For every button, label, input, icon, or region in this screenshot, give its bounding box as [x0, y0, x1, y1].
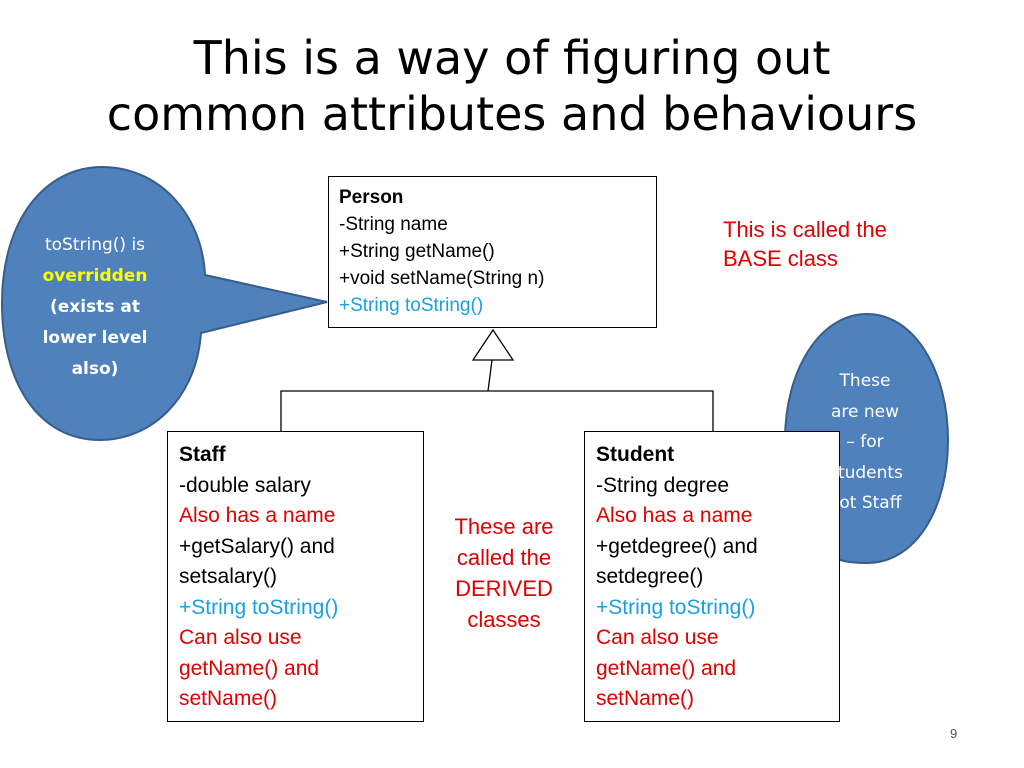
student-method-degree-cont: setdegree()	[596, 565, 704, 588]
student-note-inherit-2: getName() and	[596, 656, 737, 680]
left-callout-line-4: lower level	[42, 328, 148, 348]
person-class-box: Person -String name +String getName() +v…	[328, 176, 657, 328]
person-field: -String name	[339, 214, 448, 235]
inheritance-arrow	[471, 328, 515, 361]
derived-classes-note: These are called the DERIVED classes	[436, 511, 572, 635]
staff-method-salary: +getSalary() and	[179, 534, 335, 558]
left-callout-bubble	[0, 165, 328, 442]
staff-note-inherit-1: Can also use	[179, 626, 302, 649]
right-callout-line-1: These	[839, 371, 891, 391]
student-note-inherit-1: Can also use	[596, 626, 719, 649]
student-method-degree: +getdegree() and	[596, 534, 758, 558]
person-method-getname: +String getName()	[339, 241, 495, 262]
title-line-1: This is a way of figuring out	[193, 31, 831, 85]
staff-field: -double salary	[179, 473, 311, 497]
staff-class-name: Staff	[179, 443, 226, 466]
inheritance-line	[280, 359, 714, 431]
slide-title: This is a way of figuring out common att…	[0, 30, 1024, 142]
left-callout-line-1: toString() is	[44, 235, 146, 255]
staff-note-name: Also has a name	[179, 504, 336, 527]
staff-note-inherit-3: setName()	[179, 687, 278, 710]
title-line-2: common attributes and behaviours	[106, 87, 918, 141]
student-class-box: Student -String degree Also has a name +…	[584, 431, 840, 722]
left-callout-text: toString() is overridden (exists at lowe…	[25, 230, 165, 385]
staff-method-salary-cont: setsalary()	[179, 565, 278, 588]
base-note-line-2: BASE class	[723, 246, 838, 271]
student-field: -String degree	[596, 473, 730, 497]
right-callout-line-4: Students	[827, 462, 903, 483]
student-class-name: Student	[596, 443, 675, 466]
person-method-setname: +void setName(String n)	[339, 268, 545, 289]
student-note-inherit-3: setName()	[596, 687, 695, 710]
left-callout-line-5: also)	[71, 359, 119, 379]
base-class-note: This is called the BASE class	[723, 215, 887, 273]
derived-note-line-1: These are	[454, 514, 554, 539]
right-callout-line-2: are new	[830, 401, 900, 422]
student-method-tostring: +String toString()	[596, 595, 756, 619]
staff-class-box: Staff -double salary Also has a name +ge…	[167, 431, 424, 722]
staff-method-tostring: +String toString()	[179, 595, 339, 619]
right-callout-text: These are new – for Students not Staff	[800, 366, 930, 519]
page-number: 9	[950, 726, 958, 741]
right-callout-line-3: – for	[846, 432, 884, 452]
right-callout-line-5: not Staff	[828, 493, 902, 513]
student-note-name: Also has a name	[596, 504, 753, 527]
staff-note-inherit-2: getName() and	[179, 656, 320, 680]
person-method-tostring: +String toString()	[339, 295, 484, 316]
left-callout-line-2: overridden	[42, 266, 148, 286]
derived-note-line-2: called the	[456, 545, 552, 570]
derived-note-line-4: classes	[467, 607, 541, 632]
derived-note-line-3: DERIVED	[455, 576, 553, 601]
left-callout-line-3: (exists at	[50, 297, 140, 317]
person-class-name: Person	[339, 187, 404, 208]
base-note-line-1: This is called the	[723, 217, 887, 242]
